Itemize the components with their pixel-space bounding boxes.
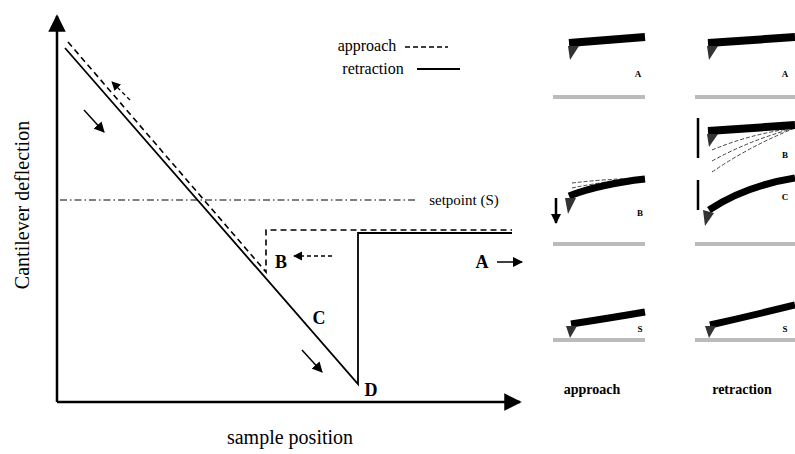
direction-arrow <box>84 110 104 132</box>
approach-curve <box>68 42 512 272</box>
legend-sample <box>405 46 448 48</box>
axis-title: sample position <box>227 427 353 447</box>
panel-label: S <box>637 325 642 334</box>
direction-arrow <box>302 350 322 372</box>
direction-arrow <box>294 255 332 256</box>
legend-text: retraction <box>342 61 403 77</box>
axis-title: Cantilever deflection <box>12 121 32 289</box>
direction-arrow <box>112 82 130 100</box>
panel-label: S <box>782 325 787 334</box>
panel-label: B <box>782 151 788 160</box>
setpoint-line <box>60 200 417 201</box>
panel-label: B <box>637 209 643 218</box>
panel-label: C <box>782 193 789 202</box>
point-label: D <box>365 381 378 399</box>
setpoint-label: setpoint (S) <box>429 193 499 208</box>
legend-text: approach <box>338 38 397 54</box>
cantilever-retraction-c <box>695 178 795 246</box>
cantilever-approach-b <box>553 178 645 246</box>
point-label: B <box>275 253 287 271</box>
point-label: A <box>476 253 489 271</box>
point-label: C <box>313 309 326 327</box>
cantilever-approach-a <box>553 37 645 99</box>
cantilever-retraction-s <box>695 305 795 342</box>
cantilever-retraction-a <box>695 37 795 99</box>
direction-arrow <box>497 261 522 263</box>
column-title: approach <box>564 383 621 397</box>
y-axis <box>56 16 59 402</box>
x-axis <box>57 401 520 404</box>
cantilever-retraction-b <box>698 118 795 172</box>
retraction-curve <box>65 48 512 384</box>
cantilever-approach-s <box>553 312 645 342</box>
panel-label: A <box>782 70 789 79</box>
column-title: retraction <box>712 383 772 397</box>
legend-sample <box>417 68 460 70</box>
panel-label: A <box>635 70 642 79</box>
